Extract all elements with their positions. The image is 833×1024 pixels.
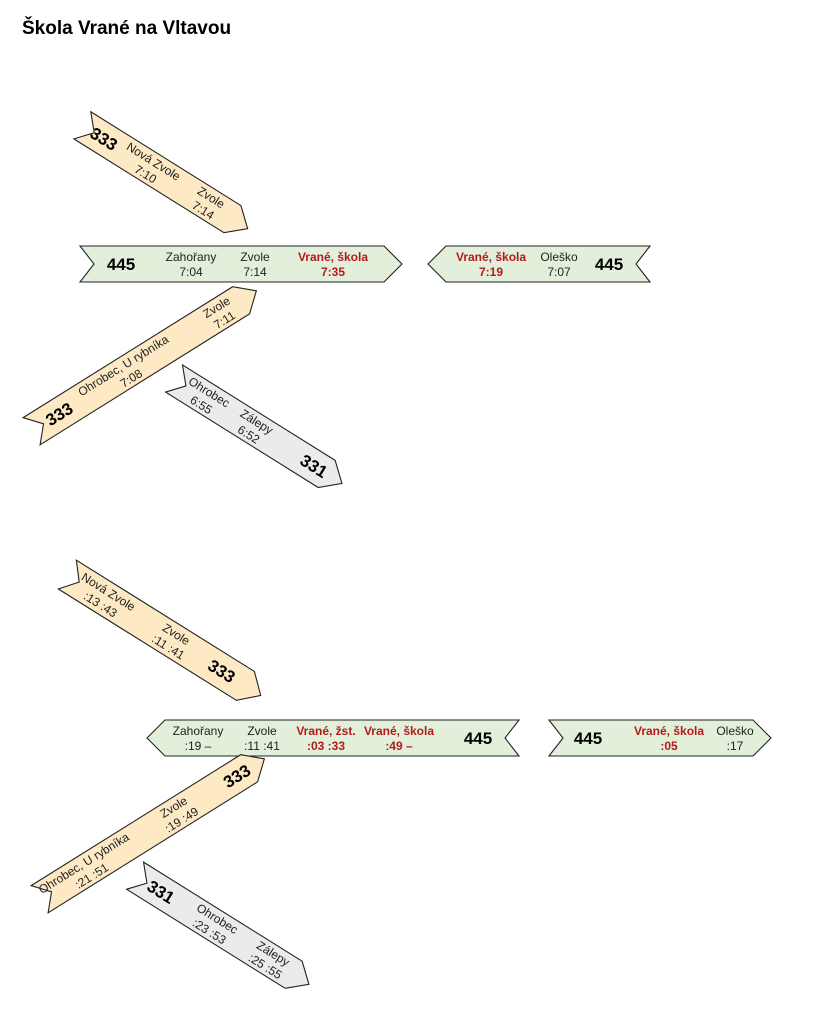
arrow-shape [72, 110, 249, 234]
arrow-shape [29, 754, 266, 914]
stop-name: Oleško [716, 724, 754, 738]
arrow-shape [78, 245, 403, 283]
route-arrow-445: 445 Vrané, škola:05 Oleško:17 [547, 719, 772, 757]
arrow-shape [164, 363, 343, 489]
stop-time: 7:14 [243, 265, 267, 279]
stop-name: Vrané, škola [634, 724, 704, 738]
arrow-shape [57, 559, 262, 701]
stop-name: Vrané, škola [456, 250, 526, 264]
stop-name: Zvole [240, 250, 270, 264]
stop-name: Zahořany [166, 250, 217, 264]
stop-time: :49 – [385, 739, 413, 753]
stop-name: Vrané, škola [364, 724, 434, 738]
line-number: 445 [595, 255, 623, 274]
stop-time: :05 [660, 739, 678, 753]
line-number: 445 [464, 729, 492, 748]
stop-name: Oleško [540, 250, 578, 264]
arrow-shape [125, 861, 310, 989]
stop-time: 7:19 [479, 265, 503, 279]
stop-time: 7:04 [179, 265, 203, 279]
arrow-shape [547, 719, 772, 757]
route-arrow-445: 445 Zahořany:19 – Zvole:11 :41 Vrané, žst.:… [146, 719, 521, 757]
stop-name: Vrané, škola [298, 250, 368, 264]
line-number: 445 [107, 255, 135, 274]
stop-time: :11 :41 [244, 739, 280, 753]
stop-time: :17 [727, 739, 744, 753]
stop-name: Zahořany [173, 724, 224, 738]
arrow-shape [427, 245, 652, 283]
stop-time: :19 – [185, 739, 212, 753]
stop-name: Zvole [247, 724, 277, 738]
arrow-shape [146, 719, 521, 757]
stop-time: 7:35 [321, 265, 345, 279]
stop-name: Vrané, žst. [296, 724, 355, 738]
stop-time: 7:07 [547, 265, 571, 279]
stop-time: :03 :33 [307, 739, 345, 753]
page-title: Škola Vrané na Vltavou [22, 18, 232, 39]
line-number: 445 [574, 729, 602, 748]
arrow-shape [21, 286, 258, 446]
